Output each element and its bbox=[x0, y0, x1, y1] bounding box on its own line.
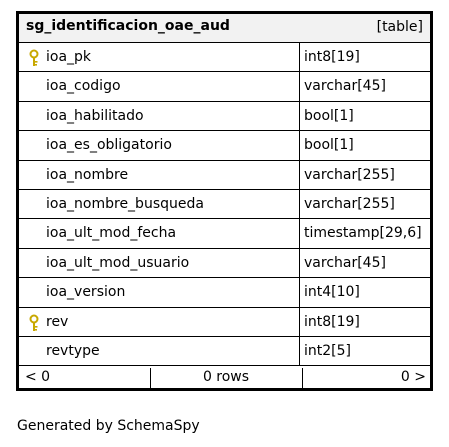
column-name: ioa_habilitado bbox=[46, 107, 144, 124]
column-name-cell: ioa_pk bbox=[19, 43, 300, 72]
column-row[interactable]: ioa_habilitado bool[1] bbox=[19, 101, 430, 132]
column-type: varchar[45] bbox=[304, 78, 386, 95]
column-type: bool[1] bbox=[304, 107, 354, 124]
column-type: timestamp[29,6] bbox=[304, 225, 422, 242]
column-name-cell: revtype bbox=[19, 336, 300, 366]
column-row[interactable]: ioa_pk int8[19] bbox=[19, 43, 430, 73]
column-list: ioa_pk int8[19] ioa_codigo varchar[45] ioa_h… bbox=[19, 43, 430, 367]
column-name: ioa_version bbox=[46, 284, 126, 301]
key-icon bbox=[29, 49, 39, 66]
column-type: int2[5] bbox=[304, 342, 351, 359]
column-name: ioa_pk bbox=[46, 49, 92, 65]
table-footer: < 0 0 rows 0 > bbox=[19, 366, 430, 388]
column-row[interactable]: rev int8[19] bbox=[19, 307, 430, 337]
column-row[interactable]: ioa_ult_mod_fecha timestamp[29,6] bbox=[19, 219, 430, 249]
footer-divider bbox=[302, 368, 303, 388]
column-type: int8[19] bbox=[304, 313, 360, 330]
entity-table: sg_identificacion_oae_aud [table] ioa_pk… bbox=[16, 11, 433, 391]
column-type: varchar[45] bbox=[304, 254, 386, 271]
column-type: int4[10] bbox=[304, 284, 360, 301]
column-name-cell: ioa_version bbox=[19, 278, 300, 307]
column-name-cell: ioa_nombre bbox=[19, 160, 300, 189]
column-name: ioa_nombre_busqueda bbox=[46, 195, 204, 212]
column-row[interactable]: ioa_codigo varchar[45] bbox=[19, 72, 430, 102]
column-name-cell: ioa_nombre_busqueda bbox=[19, 189, 300, 219]
column-type: varchar[255] bbox=[304, 166, 395, 183]
table-header: sg_identificacion_oae_aud [table] bbox=[19, 14, 430, 43]
column-name-cell: ioa_ult_mod_fecha bbox=[19, 219, 300, 248]
column-row[interactable]: ioa_es_obligatorio bool[1] bbox=[19, 131, 430, 161]
footer-divider bbox=[150, 368, 151, 388]
table-kind: [table] bbox=[376, 19, 423, 35]
column-row[interactable]: ioa_nombre varchar[255] bbox=[19, 160, 430, 190]
column-row[interactable]: ioa_ult_mod_usuario varchar[45] bbox=[19, 248, 430, 279]
column-name-cell: ioa_habilitado bbox=[19, 101, 300, 131]
column-row[interactable]: ioa_version int4[10] bbox=[19, 278, 430, 308]
column-name: ioa_codigo bbox=[46, 78, 121, 95]
column-row[interactable]: ioa_nombre_busqueda varchar[255] bbox=[19, 189, 430, 220]
column-name: ioa_es_obligatorio bbox=[46, 137, 172, 154]
column-type: varchar[255] bbox=[304, 195, 395, 212]
column-name-cell: ioa_codigo bbox=[19, 72, 300, 101]
column-name: ioa_ult_mod_usuario bbox=[46, 254, 190, 271]
row-count: 0 rows bbox=[202, 369, 250, 385]
generated-by-note: Generated by SchemaSpy bbox=[17, 418, 200, 434]
column-type: int8[19] bbox=[304, 49, 360, 65]
column-type: bool[1] bbox=[304, 137, 354, 154]
column-name-cell: rev bbox=[19, 307, 300, 336]
column-name: ioa_ult_mod_fecha bbox=[46, 225, 177, 242]
table-name[interactable]: sg_identificacion_oae_aud bbox=[26, 18, 230, 34]
parents-count: < 0 bbox=[25, 369, 51, 385]
key-icon bbox=[29, 314, 39, 331]
column-name: revtype bbox=[46, 342, 100, 359]
children-count: 0 > bbox=[400, 369, 426, 385]
column-name: ioa_nombre bbox=[46, 166, 129, 183]
column-name-cell: ioa_es_obligatorio bbox=[19, 131, 300, 160]
column-row[interactable]: revtype int2[5] bbox=[19, 336, 430, 367]
column-name: rev bbox=[46, 313, 69, 330]
column-name-cell: ioa_ult_mod_usuario bbox=[19, 248, 300, 278]
